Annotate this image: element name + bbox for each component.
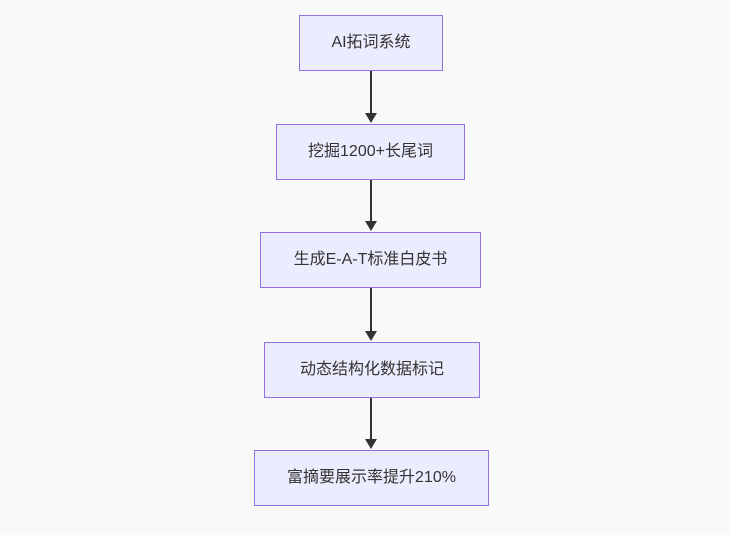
arrow-line	[370, 288, 372, 331]
flow-node-eat-whitepaper: 生成E-A-T标准白皮书	[260, 232, 481, 288]
edge-arrow-2	[365, 180, 377, 231]
arrowhead-icon	[365, 331, 377, 341]
arrow-line	[370, 180, 372, 221]
edge-arrow-1	[365, 71, 377, 123]
arrowhead-icon	[365, 113, 377, 123]
flow-node-longtail-mining: 挖掘1200+长尾词	[276, 124, 465, 180]
edge-arrow-4	[365, 398, 377, 449]
arrow-line	[370, 71, 372, 113]
edge-arrow-3	[365, 288, 377, 341]
node-label: 动态结构化数据标记	[299, 361, 444, 379]
arrowhead-icon	[365, 221, 377, 231]
node-label: 富摘要展示率提升210%	[287, 469, 456, 487]
arrowhead-icon	[365, 439, 377, 449]
node-label: 挖掘1200+长尾词	[308, 143, 433, 161]
node-label: 生成E-A-T标准白皮书	[293, 251, 448, 269]
flow-node-ai-keyword-system: AI拓词系统	[299, 15, 443, 71]
flow-node-structured-data-markup: 动态结构化数据标记	[264, 342, 480, 398]
flow-node-rich-snippet-result: 富摘要展示率提升210%	[254, 450, 489, 506]
arrow-line	[370, 398, 372, 439]
node-label: AI拓词系统	[331, 34, 411, 52]
